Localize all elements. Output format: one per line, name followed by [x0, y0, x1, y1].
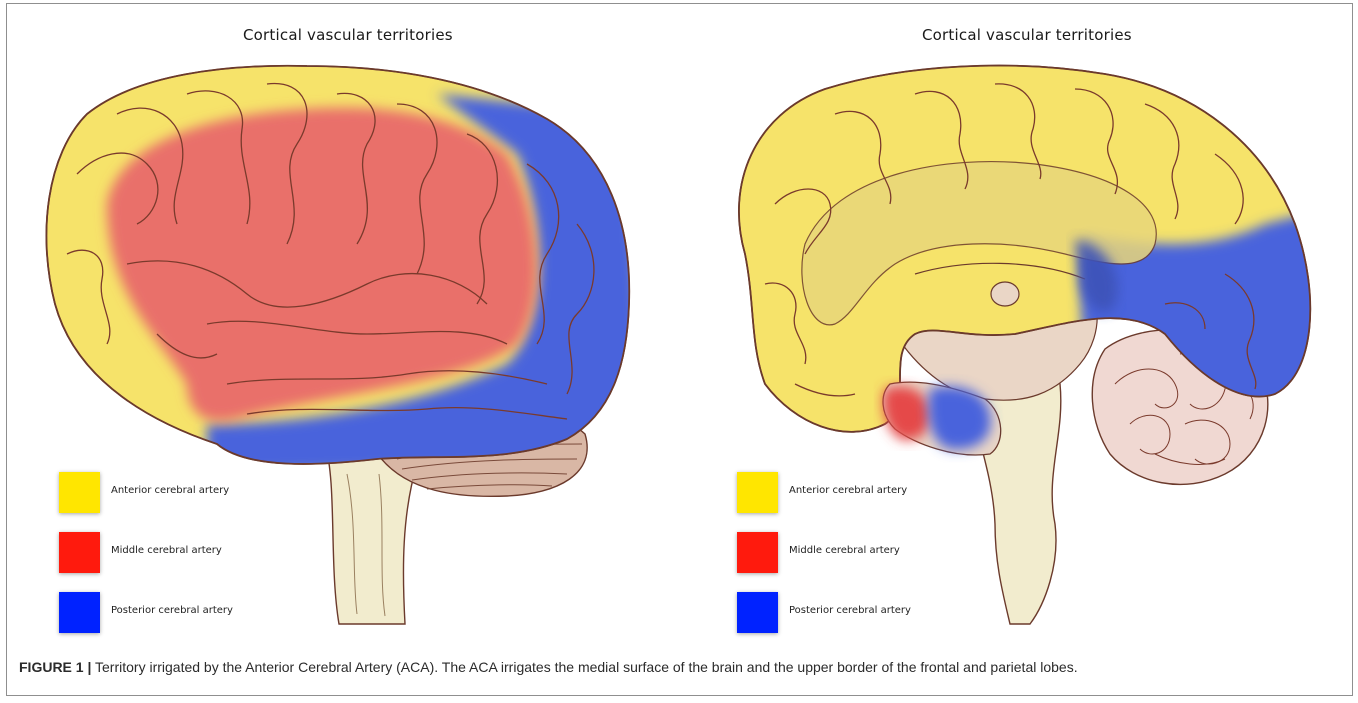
legend-label-middle: Middle cerebral artery [789, 545, 900, 556]
legend-label-posterior: Posterior cerebral artery [789, 605, 911, 616]
panel-title-lateral: Cortical vascular territories [243, 26, 453, 44]
figure-frame: Cortical vascular territories Anterior c… [6, 3, 1353, 696]
panel-title-medial: Cortical vascular territories [922, 26, 1132, 44]
panel-medial-view: Cortical vascular territories Anterior c… [685, 4, 1358, 644]
legend-swatch-posterior [737, 592, 778, 633]
legend-label-anterior: Anterior cerebral artery [111, 485, 229, 496]
legend-label-middle: Middle cerebral artery [111, 545, 222, 556]
panel-lateral-view: Cortical vascular territories Anterior c… [7, 4, 680, 644]
figure-caption: FIGURE 1 | Territory irrigated by the An… [19, 658, 1349, 677]
legend-label-posterior: Posterior cerebral artery [111, 605, 233, 616]
legend-swatch-middle [737, 532, 778, 573]
medial-brain-illustration [685, 4, 1358, 644]
legend-swatch-middle [59, 532, 100, 573]
legend-label-anterior: Anterior cerebral artery [789, 485, 907, 496]
caption-label: FIGURE 1 | [19, 659, 91, 675]
legend-swatch-anterior [59, 472, 100, 513]
legend-swatch-posterior [59, 592, 100, 633]
caption-text: Territory irrigated by the Anterior Cere… [91, 659, 1077, 675]
legend-swatch-anterior [737, 472, 778, 513]
lateral-brain-illustration [7, 4, 680, 644]
